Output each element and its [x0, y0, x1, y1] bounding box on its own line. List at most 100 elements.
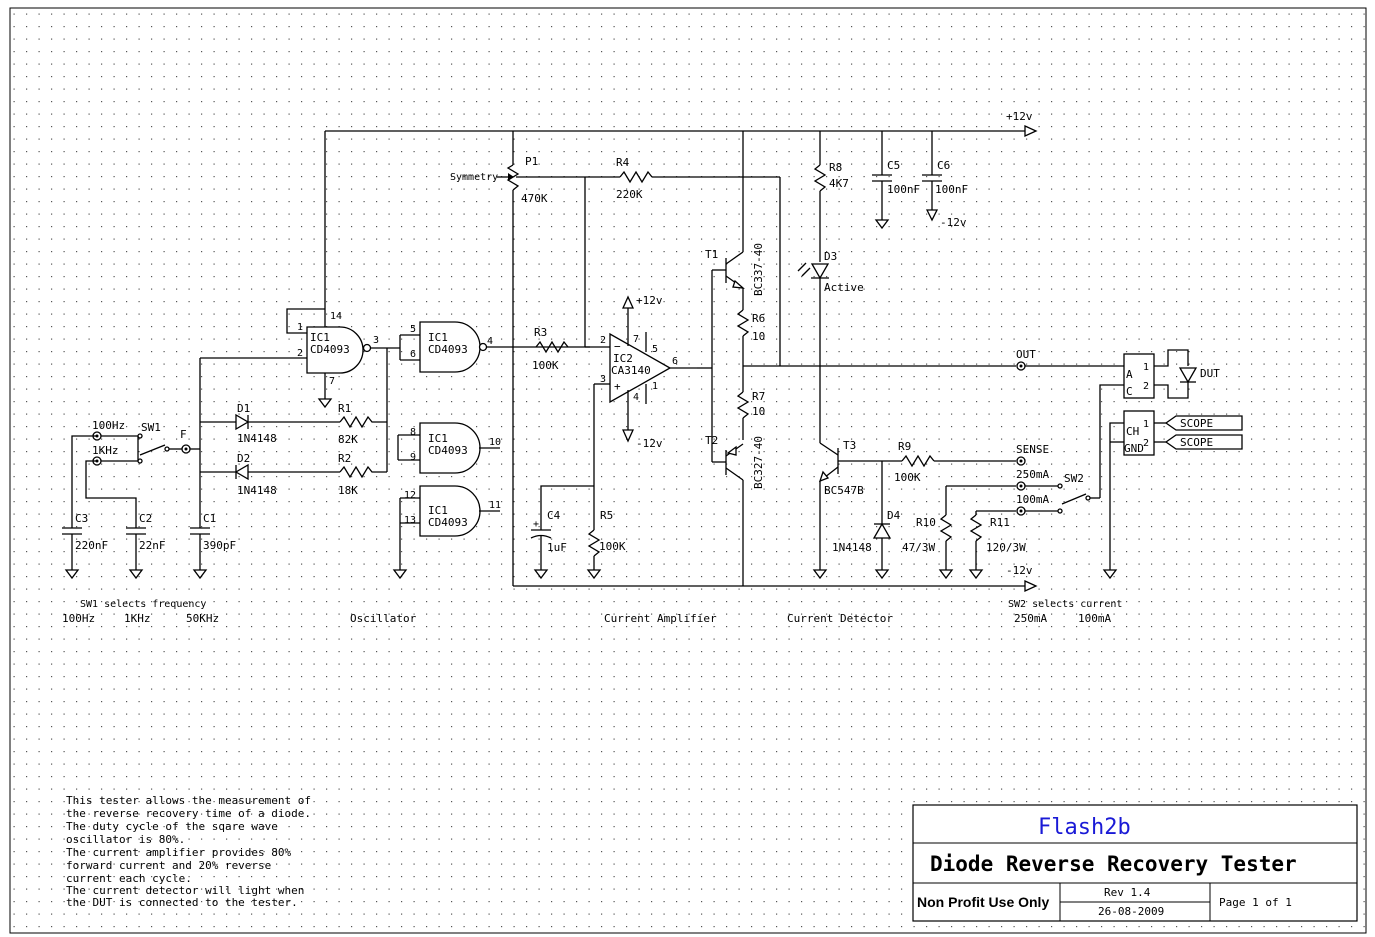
ic1c-part: CD4093 — [428, 444, 468, 457]
note-line: forward current and 20% reverse — [66, 859, 271, 872]
note-line: The current detector will light when — [66, 884, 304, 897]
scope-pin-1: 1 — [1143, 419, 1149, 430]
resistor-r2: R2 18K — [338, 452, 387, 497]
pin-14: 14 — [330, 311, 342, 322]
pin-13: 13 — [404, 515, 416, 526]
d4-value: 1N4148 — [832, 541, 872, 554]
r5-value: 100K — [599, 540, 626, 553]
pin-11: 11 — [489, 500, 501, 511]
r10-ref: R10 — [916, 516, 936, 529]
d1-value: 1N4148 — [237, 432, 277, 445]
title-block: Flash2b Diode Reverse Recovery Tester No… — [912, 804, 1358, 922]
resistor-r4: R4 220K — [616, 156, 780, 201]
section-current-amplifier: Current Amplifier — [604, 612, 717, 625]
ic1-gate-b: IC1 CD4093 5 6 4 — [410, 321, 493, 373]
r4-value: 220K — [616, 188, 643, 201]
diode-d2: D2 1N4148 — [200, 452, 340, 497]
transistor-t2: T2 BC327-40 — [705, 434, 765, 489]
ic1c-ref: IC1 — [428, 432, 448, 445]
svg-text:+: + — [533, 519, 539, 530]
c3-value: 220nF — [75, 539, 108, 552]
r11-ref: R11 — [990, 516, 1010, 529]
transistor-t3: T3 BC547B — [818, 439, 880, 497]
sw2-caption: SW2 selects current — [1008, 599, 1122, 610]
pin-12: 12 — [404, 490, 416, 501]
r3-value: 100K — [532, 359, 559, 372]
rail-pos-label: +12v — [1006, 110, 1033, 123]
rail-neg-label: -12v — [1006, 564, 1033, 577]
out-terminal: OUT — [1016, 348, 1124, 371]
brand-name: Flash2b — [1038, 815, 1131, 840]
ic1b-part: CD4093 — [428, 343, 468, 356]
positive-rail: +12v — [325, 110, 1038, 138]
pin-a: A — [1126, 368, 1133, 381]
d1-ref: D1 — [237, 402, 250, 415]
notes-block: This tester allows the measurement of th… — [66, 794, 311, 909]
note-line: The duty cycle of the sqare wave — [66, 820, 278, 833]
capacitor-c3: C3 220nF — [62, 512, 108, 564]
svg-text:+: + — [614, 380, 621, 393]
section-oscillator: Oscillator — [350, 612, 417, 625]
ic1d-ref: IC1 — [428, 504, 448, 517]
pin-8: 8 — [410, 427, 416, 438]
t1-ref: T1 — [705, 248, 718, 261]
revision: Rev 1.4 — [1104, 886, 1151, 899]
pin-c: C — [1126, 385, 1133, 398]
switch-sw1[interactable]: 100Hz 1KHz SW1 — [92, 419, 182, 466]
pin-6: 6 — [410, 349, 416, 360]
sheet-border — [9, 7, 1367, 934]
ic2-pin-2: 2 — [600, 335, 606, 346]
led-d3: D3 Active — [797, 250, 864, 443]
pin-1: 1 — [297, 322, 303, 333]
ic2-pin-4: 4 — [633, 392, 639, 403]
note-line: oscillator is 80%. — [66, 833, 185, 846]
negative-rail: -12v — [513, 564, 1038, 593]
r8-value: 4K7 — [829, 177, 849, 190]
r11-value: 120/3W — [986, 541, 1026, 554]
resistor-r1: R1 82K — [338, 402, 387, 446]
capacitor-c5: C5 100nF — [872, 131, 920, 214]
dut-connector: A C 1 2 DUT — [1123, 349, 1220, 399]
r5-ref: R5 — [600, 509, 613, 522]
c3-ref: C3 — [75, 512, 88, 525]
switch-sw2[interactable]: SW2 250mA 100mA — [946, 468, 1100, 516]
sw1-caption: SW1 selects frequency — [80, 599, 206, 610]
r3-ref: R3 — [534, 326, 547, 339]
resistor-r5: R5 100K — [587, 509, 626, 564]
sense-terminal: SENSE — [1016, 443, 1049, 466]
sw2-250ma: 250mA — [1016, 468, 1049, 481]
pin-2: 2 — [297, 348, 303, 359]
r2-ref: R2 — [338, 452, 351, 465]
ic2-pin-3: 3 — [600, 374, 606, 385]
ic2-pin-7: 7 — [633, 334, 639, 345]
d2-ref: D2 — [237, 452, 250, 465]
ic2-pin-1: 1 — [652, 381, 658, 392]
pin-9: 9 — [410, 452, 416, 463]
d3-value: Active — [824, 281, 864, 294]
c2-value: 22nF — [139, 539, 166, 552]
sw1-option-3: 50KHz — [186, 612, 219, 625]
resistor-r6: R6 10 — [736, 309, 765, 392]
c4-value: 1uF — [547, 541, 567, 554]
r2-value: 18K — [338, 484, 358, 497]
r1-ref: R1 — [338, 402, 351, 415]
scope-label-1: SCOPE — [1180, 417, 1213, 430]
pin-ch: CH — [1126, 425, 1139, 438]
resistor-r3: R3 100K — [532, 326, 569, 372]
ic2-ref: IC2 — [613, 352, 633, 365]
diode-d4: D4 1N4148 — [832, 461, 901, 564]
potentiometer-p1: P1 470K Symmetry — [450, 131, 548, 586]
sw2-option-2: 100mA — [1078, 612, 1111, 625]
sw1-ref: SW1 — [141, 421, 161, 434]
c2-ref: C2 — [139, 512, 152, 525]
usage-note: Non Profit Use Only — [917, 894, 1049, 910]
pin-4: 4 — [487, 336, 493, 347]
t1-value: BC337-40 — [752, 243, 765, 296]
t2-ref: T2 — [705, 434, 718, 447]
c6-rail: -12v — [940, 216, 967, 229]
scope-connector: CH GND 1 2 SCOPE SCOPE — [1123, 410, 1243, 456]
ic1-gate-a: IC1 CD4093 14 1 2 3 7 — [297, 311, 379, 387]
sw2-option-1: 250mA — [1014, 612, 1047, 625]
pin-7: 7 — [329, 376, 335, 387]
